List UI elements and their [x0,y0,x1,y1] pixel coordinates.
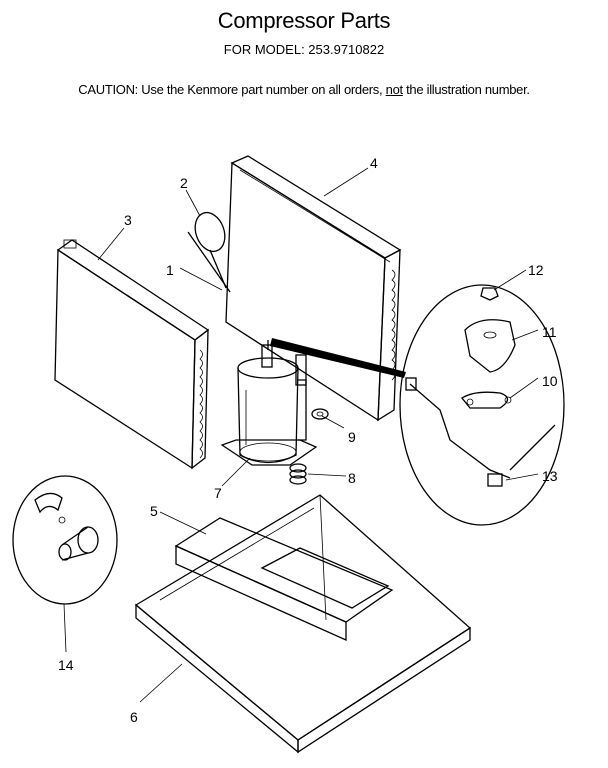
callout-14: 14 [58,657,74,673]
callout-3: 3 [124,212,132,228]
drain-pan [174,517,394,642]
capillary-tube [187,211,231,293]
caution-emphasis: not [385,82,403,97]
callout-6: 6 [130,709,138,725]
grommet [311,408,329,420]
callout-2: 2 [180,175,188,191]
callout-1: 1 [166,262,174,278]
callout-9: 9 [348,429,356,445]
compressor [220,340,318,466]
callout-7: 7 [214,485,222,501]
callout-8: 8 [348,470,356,486]
page-title: Compressor Parts [217,8,391,33]
caution-prefix: CAUTION: Use the Kenmore part number on … [78,82,386,97]
detail-leader [270,338,406,378]
capacitor-detail-circle [12,475,118,605]
callout-5: 5 [150,503,158,519]
caution-note: CAUTION: Use the Kenmore part number on … [0,82,608,97]
evaporator-coil [54,239,210,470]
leader-lines [63,167,539,703]
condenser-coil [225,155,402,422]
caution-suffix: the illustration number. [402,82,530,97]
callout-10: 10 [542,373,558,389]
callout-13: 13 [542,468,558,484]
model-number: FOR MODEL: 253.9710822 [223,42,385,57]
callout-11: 11 [542,324,557,340]
callout-4: 4 [370,155,378,171]
mounting-spring [289,463,307,485]
callout-12: 12 [528,262,544,278]
base-pan [134,494,472,754]
terminal-detail-circle [399,284,565,526]
